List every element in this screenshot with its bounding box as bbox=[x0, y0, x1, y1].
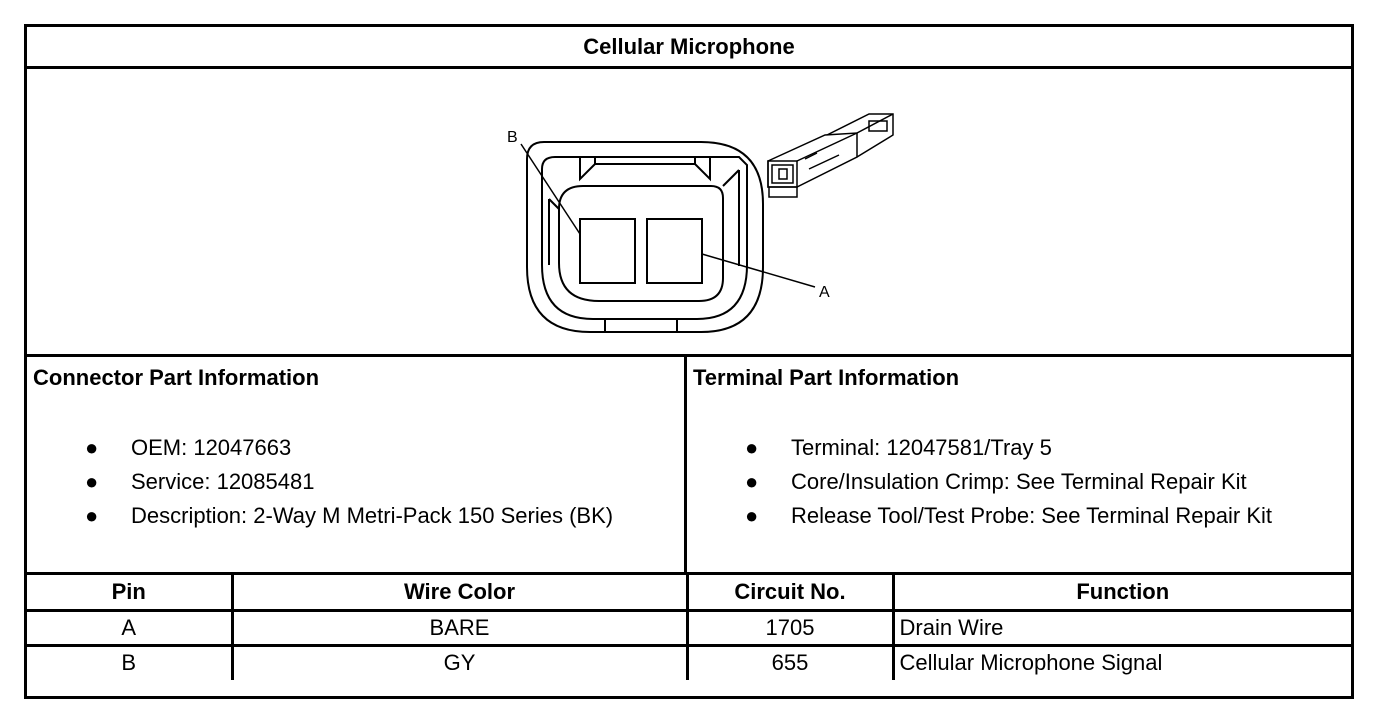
page-title: Cellular Microphone bbox=[27, 27, 1351, 69]
header-circuit-no: Circuit No. bbox=[685, 575, 895, 612]
table-row: A BARE 1705 Drain Wire bbox=[27, 608, 1351, 647]
bullet-icon: ● bbox=[85, 503, 99, 528]
connector-shell-inner bbox=[541, 156, 748, 320]
terminal-crimp: Core/Insulation Crimp: See Terminal Repa… bbox=[791, 469, 1247, 494]
connector-part-information: Connector Part Information ● OEM: 120476… bbox=[27, 357, 687, 572]
connector-iso-view bbox=[767, 113, 894, 198]
connector-description: Description: 2-Way M Metri-Pack 150 Seri… bbox=[131, 503, 614, 528]
cell-wire-color: BARE bbox=[230, 608, 689, 647]
pin-label-a: A bbox=[819, 284, 830, 301]
cell-circuit-no: 1705 bbox=[685, 608, 895, 647]
terminal-cavity-a bbox=[646, 218, 703, 284]
connector-shell-outer bbox=[526, 141, 764, 333]
bullet-icon: ● bbox=[745, 469, 759, 494]
table-header-row: Pin Wire Color Circuit No. Function bbox=[27, 575, 1351, 612]
cell-pin: B bbox=[27, 643, 234, 680]
part-information: Connector Part Information ● OEM: 120476… bbox=[27, 357, 1351, 575]
connector-service: Service: 12085481 bbox=[131, 469, 315, 494]
connector-bottom-key bbox=[604, 319, 678, 332]
bullet-icon: ● bbox=[745, 435, 759, 460]
bullet-icon: ● bbox=[85, 435, 99, 460]
cell-wire-color: GY bbox=[230, 643, 689, 680]
connector-oem: OEM: 12047663 bbox=[131, 435, 292, 460]
leader-line-a bbox=[701, 253, 816, 288]
connector-latch bbox=[579, 157, 711, 182]
terminal-info-heading: Terminal Part Information bbox=[693, 365, 960, 390]
cell-function: Drain Wire bbox=[891, 608, 1351, 647]
terminal-cavity-b bbox=[579, 218, 636, 284]
cell-function: Cellular Microphone Signal bbox=[891, 643, 1351, 680]
header-wire-color: Wire Color bbox=[230, 575, 689, 612]
bullet-icon: ● bbox=[745, 503, 759, 528]
connector-sheet: Cellular Microphone bbox=[24, 24, 1354, 699]
header-pin: Pin bbox=[27, 575, 234, 612]
header-function: Function bbox=[891, 575, 1351, 612]
connector-diagram: B A bbox=[507, 113, 894, 333]
connector-diagram-panel: B A bbox=[27, 69, 1351, 357]
connector-cavity bbox=[558, 185, 724, 302]
cell-pin: A bbox=[27, 608, 234, 647]
terminal-number: Terminal: 12047581/Tray 5 bbox=[791, 435, 1052, 460]
terminal-part-information: Terminal Part Information ● Terminal: 12… bbox=[687, 357, 1351, 572]
pinout-table: Pin Wire Color Circuit No. Function A BA… bbox=[27, 575, 1351, 680]
pin-label-b: B bbox=[507, 129, 518, 146]
cell-circuit-no: 655 bbox=[685, 643, 895, 680]
connector-info-heading: Connector Part Information bbox=[33, 365, 320, 390]
leader-line-b bbox=[520, 143, 581, 235]
bullet-icon: ● bbox=[85, 469, 99, 494]
terminal-release-tool: Release Tool/Test Probe: See Terminal Re… bbox=[791, 503, 1272, 528]
table-row: B GY 655 Cellular Microphone Signal bbox=[27, 643, 1351, 680]
